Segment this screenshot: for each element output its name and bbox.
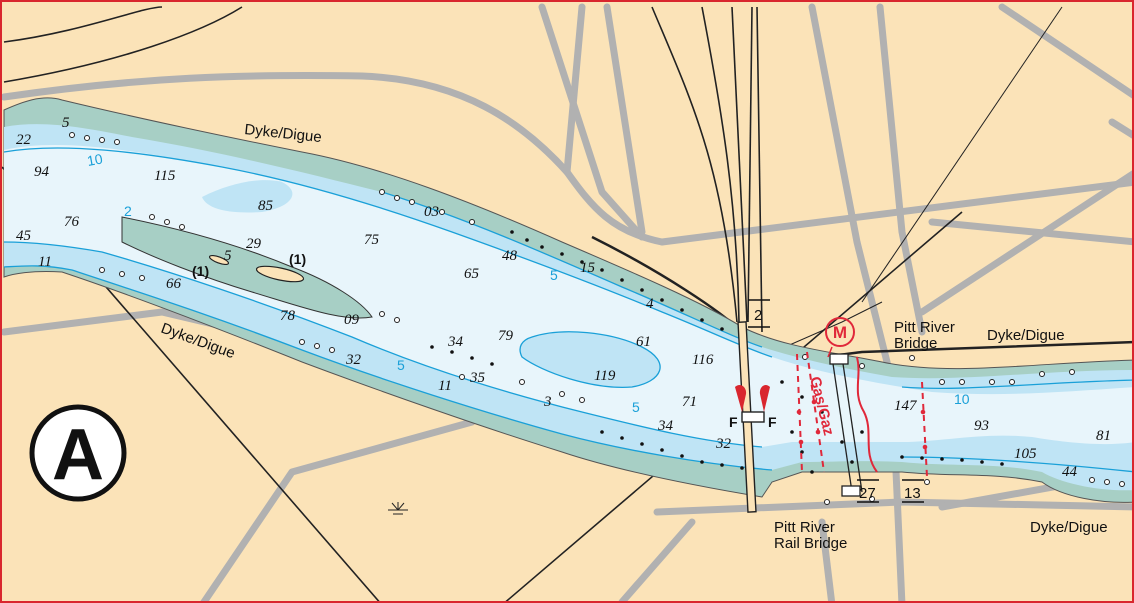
sounding: 119 [594, 368, 616, 384]
sounding: 75 [364, 232, 380, 248]
sounding: 48 [502, 248, 518, 264]
clearance-13 [902, 479, 924, 503]
sounding: 79 [498, 328, 514, 344]
light-label: F [729, 414, 738, 430]
sounding: 93 [974, 418, 989, 434]
sounding: 34 [447, 334, 464, 350]
sounding: 5 [224, 248, 232, 264]
depth-contours [3, 147, 1132, 473]
sounding: 35 [469, 370, 486, 386]
deep-water [4, 145, 1132, 447]
rock-dots [69, 132, 1125, 505]
sounding: 32 [345, 352, 362, 368]
soundings: 5 22 94 115 85 76 45 11 29 5 66 03 75 48… [16, 115, 1111, 480]
sounding: 115 [154, 168, 176, 184]
bridge-label: Pitt River [894, 319, 955, 336]
dyke-label: Dyke/Digue [1030, 519, 1108, 536]
bridge-label: Pitt River [774, 519, 835, 536]
contour-label: 10 [86, 150, 104, 168]
sounding: 29 [246, 236, 262, 252]
black-dots [430, 230, 1004, 474]
road-bridge [829, 353, 863, 497]
rail-bridge [737, 321, 765, 513]
drying-height: (1) [192, 263, 209, 279]
sounding: 61 [636, 334, 651, 350]
inset-letter: A [52, 415, 104, 495]
sounding: 105 [1014, 446, 1037, 462]
sounding: 85 [258, 198, 274, 214]
sounding: 32 [715, 436, 732, 452]
dyke-label: Dyke/Digue [987, 327, 1065, 344]
sounding: 81 [1096, 428, 1111, 444]
sounding: 45 [16, 228, 32, 244]
sounding: 15 [580, 260, 596, 276]
sounding: 65 [464, 266, 480, 282]
drying-height: (1) [289, 251, 306, 267]
inset-badge: A [29, 404, 127, 502]
bridge-label: Rail Bridge [774, 535, 847, 552]
clearance-label: 13 [904, 485, 921, 502]
sounding: 22 [16, 132, 32, 148]
mooring-symbol: M [833, 323, 847, 342]
marsh-icon [388, 502, 408, 515]
sounding: 09 [344, 312, 360, 328]
sounding: 34 [657, 418, 674, 434]
sounding: 76 [64, 214, 80, 230]
clearance-label: 2 [754, 307, 762, 324]
sounding: 44 [1062, 464, 1078, 480]
contour-label: 2 [124, 203, 132, 219]
cable-dots [796, 399, 928, 450]
sounding: 78 [280, 308, 296, 324]
light-label: F [768, 414, 777, 430]
sounding: 11 [438, 378, 452, 394]
sounding: 71 [682, 394, 697, 410]
sounding: 147 [894, 398, 918, 414]
mooring-buoy-icon: M [825, 317, 855, 358]
clearance-27 [857, 479, 879, 503]
sounding: 03 [424, 204, 439, 220]
sounding: 5 [62, 115, 70, 131]
contour-label: 5 [397, 357, 405, 373]
contour-label: 5 [632, 399, 640, 415]
sounding: 3 [543, 394, 552, 410]
contour-label: 10 [954, 391, 970, 407]
clearance-2 [748, 299, 770, 328]
island [121, 216, 373, 319]
shallow-patch [202, 180, 293, 213]
sounding: 116 [692, 352, 714, 368]
sounding: 94 [34, 164, 50, 180]
bridge-label: Bridge [894, 335, 937, 352]
clearance-label: 27 [859, 485, 876, 502]
sounding: 66 [166, 276, 182, 292]
island-land [208, 254, 230, 266]
sounding: 4 [646, 296, 654, 312]
light-flare-icon [735, 384, 770, 412]
contour-label: 5 [550, 267, 558, 283]
island-land [255, 265, 305, 283]
sounding: 11 [38, 254, 52, 270]
